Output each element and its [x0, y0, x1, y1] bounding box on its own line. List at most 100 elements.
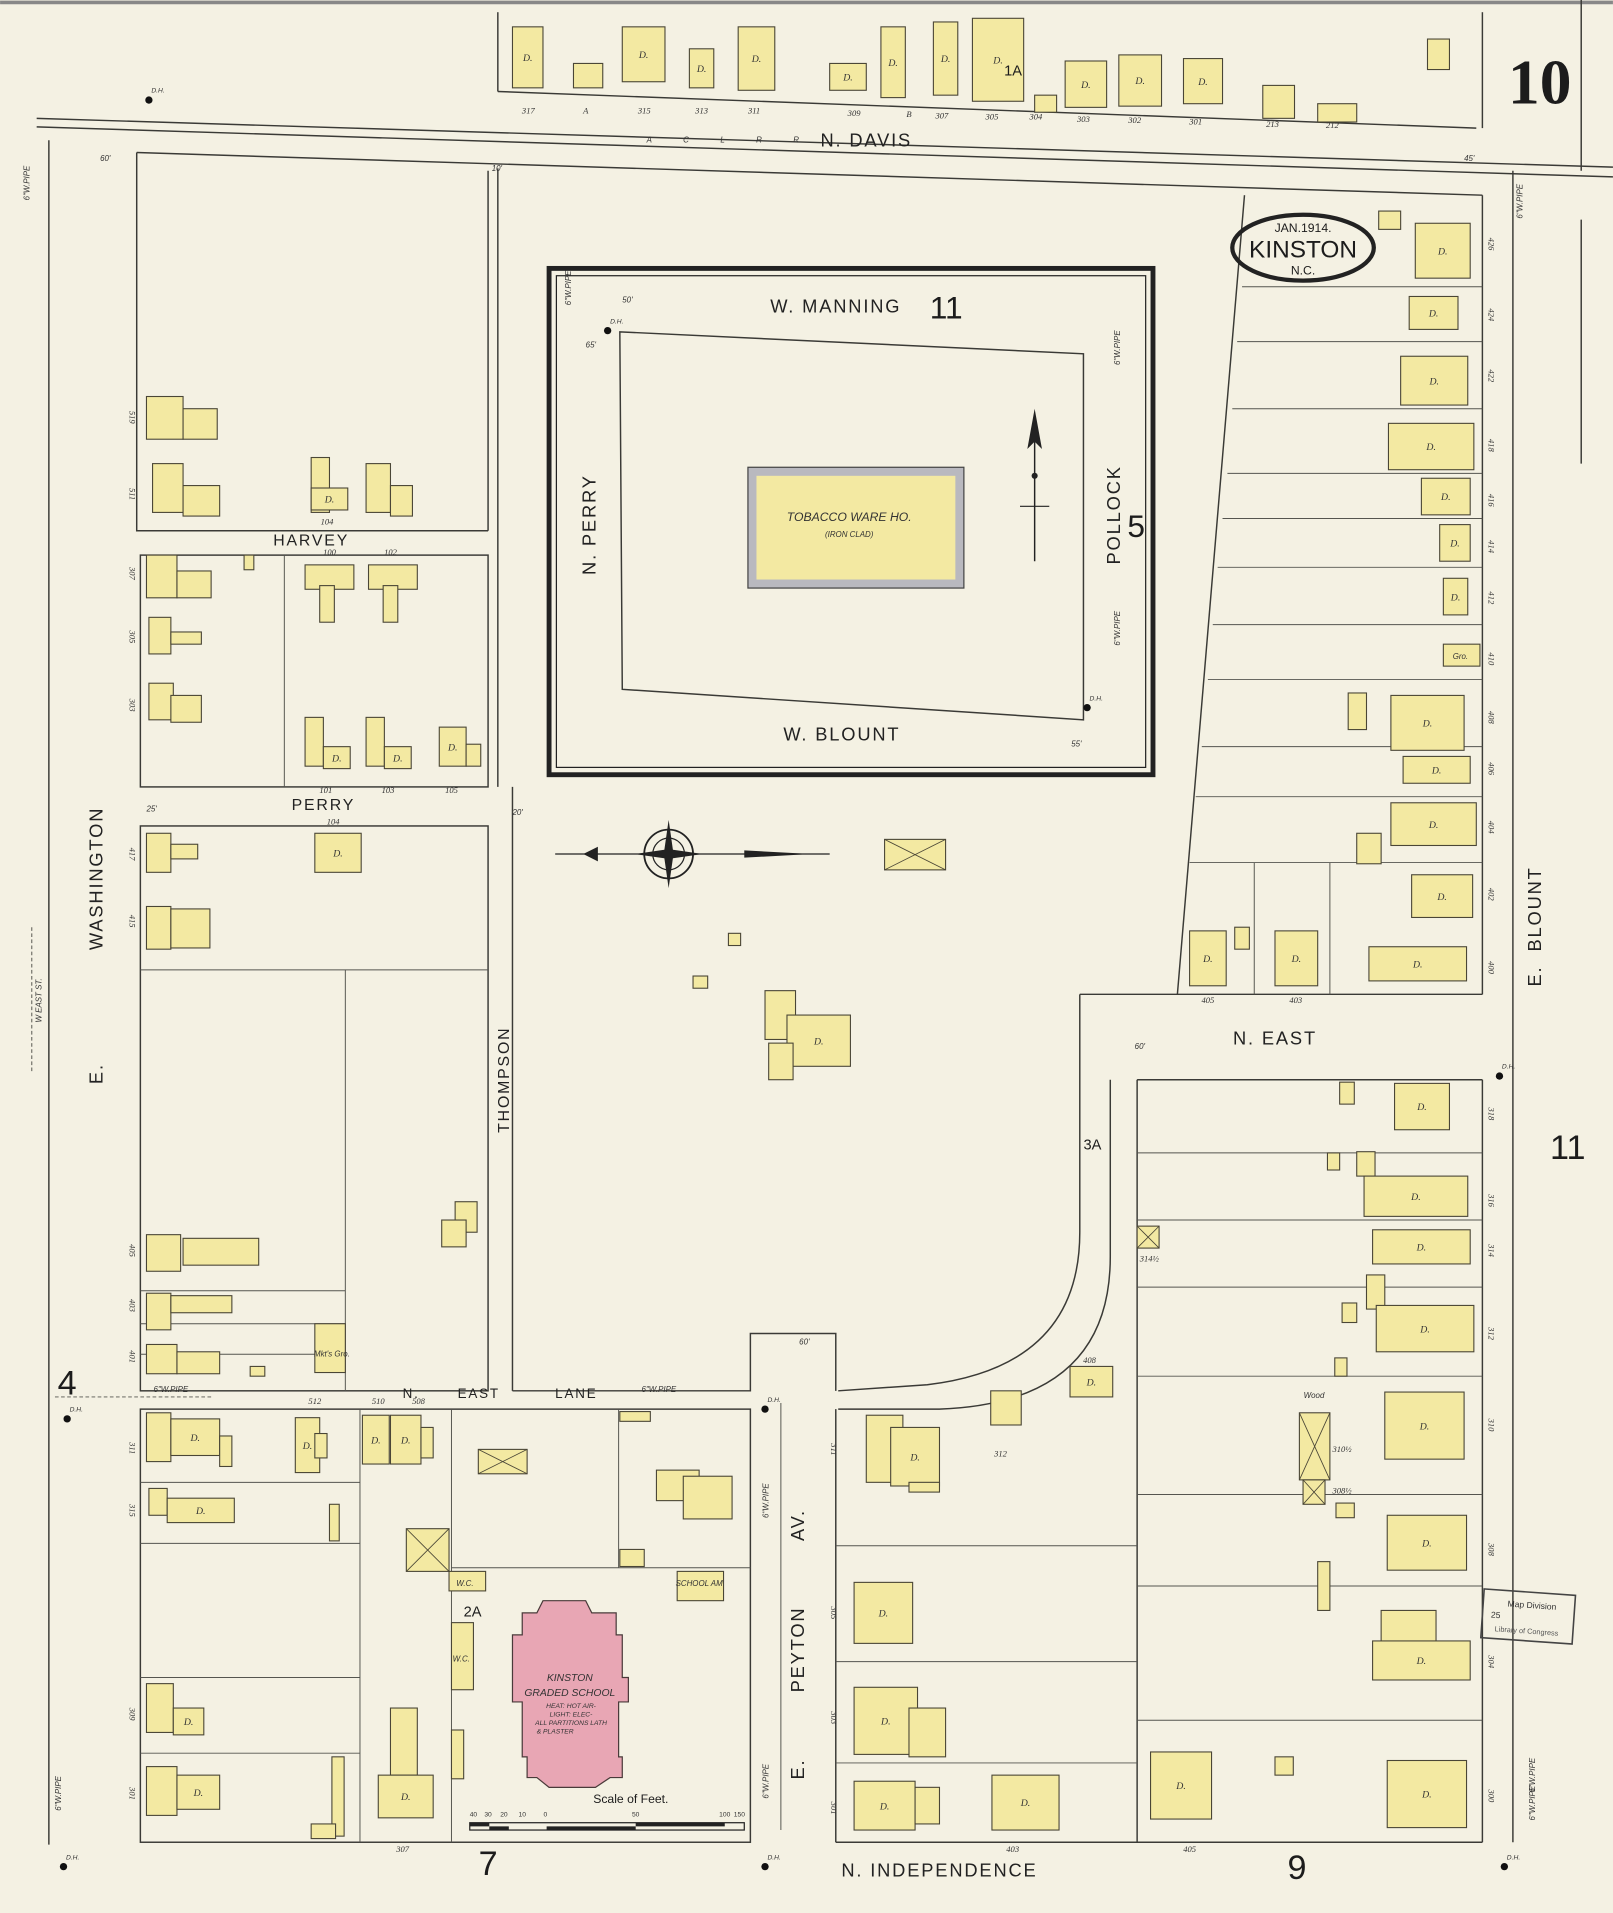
dwelling	[145, 905, 172, 950]
house-number: 315	[127, 1503, 137, 1518]
dwelling: D.	[1420, 477, 1471, 516]
house-number: 312	[1486, 1326, 1496, 1341]
dwelling	[182, 1237, 260, 1266]
fire-hydrant-icon: D.H.	[63, 1407, 83, 1423]
dwelling	[682, 1475, 733, 1520]
house-number: 304	[1486, 1654, 1496, 1669]
adjoining-sheet-ref[interactable]: 11	[930, 289, 963, 325]
house-number: 318	[1486, 1106, 1496, 1121]
dwelling	[365, 716, 385, 767]
house-number: 403	[1289, 995, 1302, 1005]
railroad-label: A C L R R	[646, 136, 814, 145]
fire-hydrant-icon: D.H.	[1083, 695, 1103, 712]
scale-tick-label: 100	[719, 1812, 730, 1819]
house-number: 305	[985, 112, 1000, 122]
adjoining-sheet-ref[interactable]: 7	[479, 1845, 498, 1883]
street-width-dimension: 10'	[492, 164, 503, 173]
tobacco-warehouse-note: (IRON CLAD)	[825, 530, 874, 539]
dwelling	[619, 1411, 651, 1422]
dwelling: D.	[991, 1774, 1060, 1831]
dwelling: D.	[1182, 58, 1224, 105]
dwelling: D.	[1372, 1640, 1471, 1681]
hydrant-label: D.H.	[1507, 1854, 1521, 1861]
dwelling-mark: D.	[370, 1435, 380, 1446]
house-number: 101	[319, 785, 332, 795]
dwelling	[1262, 84, 1296, 119]
house-number: 310½	[1331, 1444, 1352, 1454]
house-number: 402	[1486, 888, 1496, 902]
outbuilding	[1136, 1225, 1160, 1249]
house-number: 405	[1201, 995, 1215, 1005]
dwelling: D.	[1402, 755, 1471, 784]
house-number: 213	[1266, 119, 1279, 129]
dwelling	[382, 585, 399, 623]
dwelling-mark: D.	[400, 1792, 410, 1803]
dwelling	[908, 1481, 941, 1493]
dwelling-mark: D.	[400, 1435, 410, 1446]
street-w-manning: W. MANNING	[770, 295, 901, 316]
dwelling: D.	[786, 1014, 851, 1067]
dwelling-mark: D.	[1197, 77, 1207, 88]
dwelling: D.	[1442, 577, 1469, 616]
adjoining-sheet-ref[interactable]: 9	[1287, 1849, 1306, 1887]
house-number: 403	[127, 1299, 137, 1312]
adjoining-sheet-ref[interactable]: 5	[1127, 508, 1145, 544]
dwelling: D.	[1400, 355, 1469, 406]
house-number: 304	[1028, 112, 1043, 122]
dwelling	[148, 616, 172, 655]
house-number: 403	[1006, 1844, 1019, 1854]
dwelling	[1326, 1152, 1341, 1171]
dwelling-mark: D.	[302, 1441, 312, 1452]
dwelling: D.	[621, 26, 666, 83]
house-number: 300	[1486, 1788, 1496, 1803]
north-arrow-icon	[1020, 408, 1050, 562]
dwelling	[1378, 210, 1402, 230]
adjoining-sheet-ref[interactable]: 4	[58, 1364, 77, 1402]
dwelling-mark: D.	[1416, 1243, 1426, 1254]
street-w-blount: W. BLOUNT	[783, 724, 900, 745]
dwelling	[182, 408, 218, 440]
dwelling	[176, 1351, 221, 1375]
house-number: 305	[127, 629, 137, 644]
house-number: 405	[127, 1244, 137, 1258]
dwelling	[148, 1487, 168, 1516]
dwelling: D.	[1368, 946, 1468, 982]
dwelling	[145, 1343, 178, 1375]
dwelling	[145, 395, 184, 440]
dwelling	[314, 1323, 346, 1374]
house-number: 511	[127, 488, 137, 500]
house-number: 212	[1326, 120, 1340, 130]
state-name: N.C.	[1291, 264, 1315, 278]
street-width-dimension: 45'	[1464, 154, 1475, 163]
street-harvey: HARVEY	[273, 532, 349, 549]
street-width-dimension: 60'	[100, 154, 111, 163]
dwelling: D.	[1372, 1229, 1471, 1265]
dwelling-mark: D.	[1422, 719, 1432, 730]
adjoining-sheet-ref[interactable]: 11	[1550, 1129, 1585, 1167]
house-number: 104	[327, 817, 341, 827]
dwelling	[450, 1622, 474, 1691]
dwelling	[249, 1365, 266, 1377]
school-note: & PLASTER	[537, 1729, 574, 1736]
dwelling-mark: D.	[1175, 1781, 1185, 1792]
dwelling	[145, 554, 178, 599]
water-pipe-label: 6"W.PIPE	[22, 165, 31, 200]
dwelling-mark: D.	[1416, 1102, 1426, 1113]
dwelling	[145, 1683, 174, 1733]
house-number: 307	[395, 1844, 410, 1854]
dwelling-mark: D.	[880, 1717, 890, 1728]
street-e-blount-prefix: E.	[1524, 966, 1545, 987]
dwelling	[304, 716, 324, 767]
dwelling-mark: D.	[1080, 80, 1090, 91]
dwelling	[319, 585, 335, 623]
dwelling-mark: D.	[1440, 492, 1450, 503]
scale-tick-label: 40	[470, 1812, 478, 1819]
dwelling-mark: D.	[1421, 1538, 1431, 1549]
dwelling: D.	[1375, 1304, 1475, 1353]
building-label: W.C.	[456, 1579, 473, 1588]
dwelling: D.	[314, 832, 362, 873]
house-number: 311	[127, 1441, 137, 1454]
dwelling	[389, 485, 413, 517]
